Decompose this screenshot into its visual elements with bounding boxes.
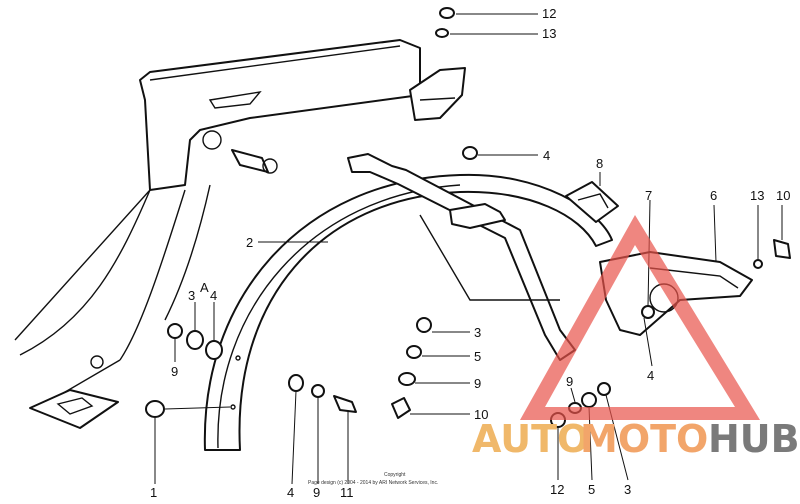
watermark-hub: HUB (708, 417, 800, 461)
label-3-bottom: 3 (624, 482, 631, 497)
watermark-moto: MOTO (580, 417, 708, 461)
watermark: AUTO MOTO HUB (472, 215, 800, 461)
copyright-line1: Copyright (384, 472, 406, 478)
label-1: 1 (150, 485, 157, 500)
label-9-low: 9 (313, 485, 320, 500)
fender (203, 173, 613, 451)
label-13-top: 13 (542, 26, 556, 41)
label-11: 11 (340, 485, 354, 500)
label-9-right: 9 (566, 374, 573, 389)
watermark-auto: AUTO (472, 417, 589, 461)
label-3-mid: 3 (474, 325, 481, 340)
label-12-top: 12 (542, 6, 556, 21)
label-7: 7 (645, 188, 652, 203)
reflector-part-8 (565, 181, 619, 223)
label-4-left: 4 (210, 288, 217, 303)
label-12-bottom: 12 (550, 482, 564, 497)
frame-drawing (14, 39, 466, 429)
copyright-line2: Page design (c) 2004 - 2014 by ARI Netwo… (308, 480, 438, 486)
label-9-mid: 9 (474, 376, 481, 391)
label-6: 6 (710, 188, 717, 203)
callout-labels: 12 13 4 8 7 6 13 10 2 3 A 4 9 3 5 9 10 9… (150, 6, 790, 500)
label-3-left: 3 (188, 288, 195, 303)
label-13-right: 13 (750, 188, 764, 203)
watermark-triangle (520, 215, 760, 420)
label-4-top: 4 (543, 148, 550, 163)
label-10-mid: 10 (474, 407, 488, 422)
hardware (145, 7, 791, 428)
label-5-mid: 5 (474, 349, 481, 364)
label-A: A (200, 280, 209, 295)
label-5-bottom: 5 (588, 482, 595, 497)
label-4-low: 4 (287, 485, 294, 500)
label-8: 8 (596, 156, 603, 171)
leader-lines (154, 13, 783, 485)
copyright: Copyright Page design (c) 2004 - 2014 by… (308, 472, 438, 486)
label-2: 2 (246, 235, 253, 250)
label-4-right: 4 (647, 368, 654, 383)
label-10-right: 10 (776, 188, 790, 203)
label-9-left: 9 (171, 364, 178, 379)
